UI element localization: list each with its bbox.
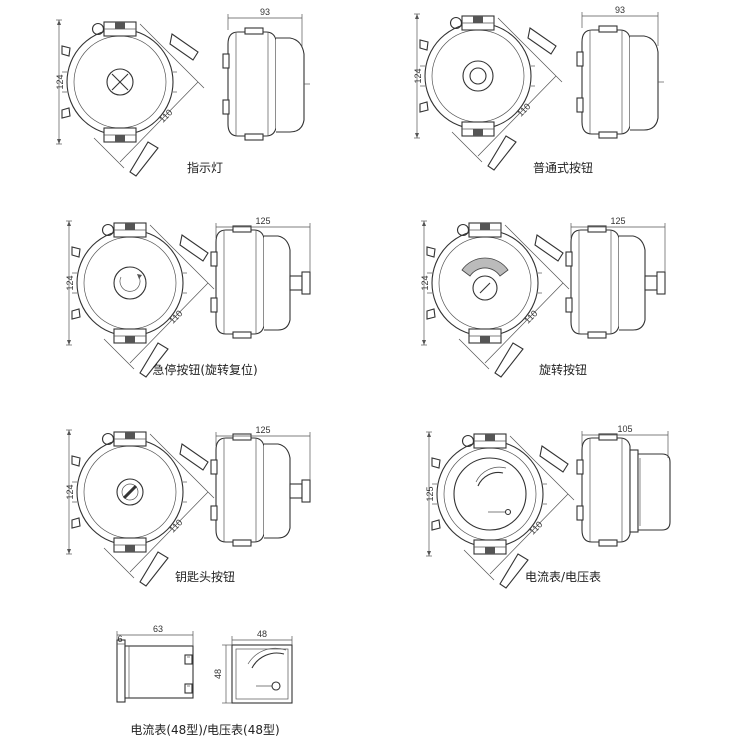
panel-caption: 电流表(48型)/电压表(48型) [130, 723, 279, 737]
height-dimension: 124 [413, 68, 423, 83]
front-view [71, 431, 209, 587]
panel-meter-48: 63 6 48 48 电流表(48型)/电压表(48型) [116, 624, 293, 737]
panel-caption: 急停按钮(旋转复位) [152, 362, 257, 377]
height-dimension: 124 [55, 74, 65, 89]
front-view [426, 222, 564, 378]
panel-key-switch: 125 124 110 钥匙头按钮 [65, 425, 311, 587]
top-dimension: 125 [255, 425, 270, 435]
key-switch-icon [116, 478, 144, 506]
flush-button-icon [462, 60, 494, 92]
panel-caption: 电流表/电压表 [525, 570, 601, 584]
side-view [576, 25, 665, 139]
top-dimension: 93 [615, 5, 625, 15]
side-width-dimension: 63 [153, 624, 163, 634]
side-offset-dimension: 6 [117, 634, 122, 644]
height-dimension: 125 [425, 486, 435, 501]
panel-rotary-switch: 125 124 110 旋转按钮 [420, 216, 666, 378]
side-view [222, 27, 311, 141]
panel-meter: 105 125 110 电流表/电压表 [425, 424, 671, 589]
lamp-x-icon [106, 68, 134, 96]
meter-dial-icon [453, 457, 527, 531]
front-view [61, 21, 199, 177]
meter48-side-view [116, 639, 194, 703]
side-view [210, 433, 311, 547]
panel-caption: 指示灯 [187, 160, 223, 175]
emergency-stop-icon [113, 266, 147, 300]
front-view [71, 222, 209, 378]
top-dimension: 125 [610, 216, 625, 226]
height-dimension: 124 [420, 275, 430, 290]
panel-caption: 旋转按钮 [539, 362, 587, 377]
height-dimension: 124 [65, 484, 75, 499]
panel-caption: 钥匙头按钮 [175, 569, 235, 584]
front-view [419, 15, 557, 171]
face-width-dimension: 48 [257, 629, 267, 639]
top-dimension: 125 [255, 216, 270, 226]
panel-flush-pushbutton: 93 124 110 普通式按钮 [413, 5, 665, 175]
side-view [565, 225, 666, 339]
panel-emergency-stop: 125 124 110 急停按钮(旋转复位) [65, 216, 311, 378]
top-dimension: 93 [260, 7, 270, 17]
top-dimension: 105 [617, 424, 632, 434]
meter48-face-view [231, 644, 293, 704]
side-view [210, 225, 311, 339]
side-view [576, 433, 671, 547]
panel-indicator-lamp: 93 124 110 指示灯 [55, 7, 311, 177]
panel-caption: 普通式按钮 [533, 160, 593, 175]
height-dimension: 124 [65, 275, 75, 290]
rotary-selector-icon [461, 257, 509, 301]
face-height-dimension: 48 [213, 669, 223, 679]
